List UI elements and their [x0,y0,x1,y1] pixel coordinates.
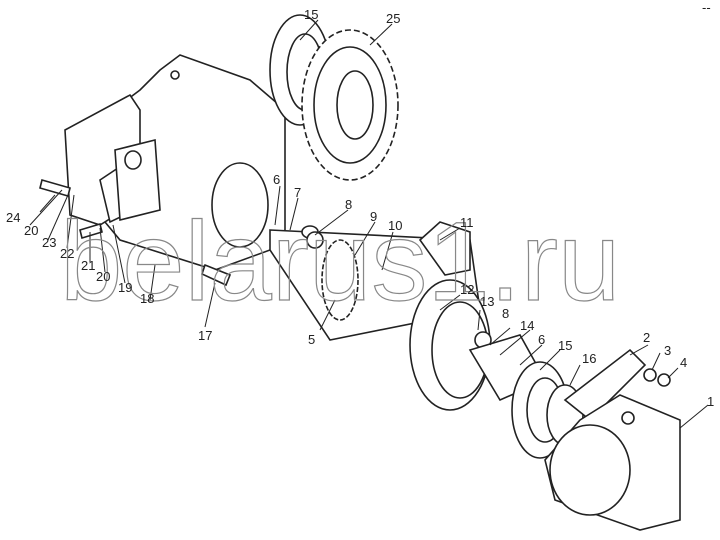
callout-20: 20 [96,269,110,284]
callout-22: 22 [60,246,74,261]
watermark: belarus1.ru [60,199,620,324]
callout-1: 1 [707,394,714,409]
callout-6: 6 [538,332,545,347]
callout-12: 12 [460,282,474,297]
callout-5: 5 [308,332,315,347]
callout-21: 21 [81,258,95,273]
callout-15: 15 [304,7,318,22]
leader-lines [29,19,709,429]
gearbox-housing [64,54,286,271]
callout-20: 20 [24,223,38,238]
callout-18: 18 [140,291,154,306]
callout-25: 25 [386,11,400,26]
callout-14: 14 [520,318,534,333]
callout-11: 11 [460,215,474,230]
callout-2: 2 [643,330,650,345]
callout-17: 17 [198,328,212,343]
callout-16: 16 [582,351,596,366]
gear-25 [301,29,399,181]
callout-4: 4 [680,355,687,370]
callout-13: 13 [480,294,494,309]
housing-1 [544,394,681,531]
callout-8: 8 [502,306,509,321]
callout-labels: 15 25 6 7 8 9 10 11 24 20 23 22 21 20 19… [6,7,714,409]
callout-15: 15 [558,338,572,353]
callout-6: 6 [273,172,280,187]
callout-19: 19 [118,280,132,295]
callout-24: 24 [6,210,20,225]
callout-8: 8 [345,197,352,212]
shaft-assembly [269,221,671,459]
callout-9: 9 [370,209,377,224]
corner-mark: -- [702,0,711,15]
callout-10: 10 [388,218,402,233]
callout-7: 7 [294,185,301,200]
callout-3: 3 [664,343,671,358]
callout-23: 23 [42,235,56,250]
